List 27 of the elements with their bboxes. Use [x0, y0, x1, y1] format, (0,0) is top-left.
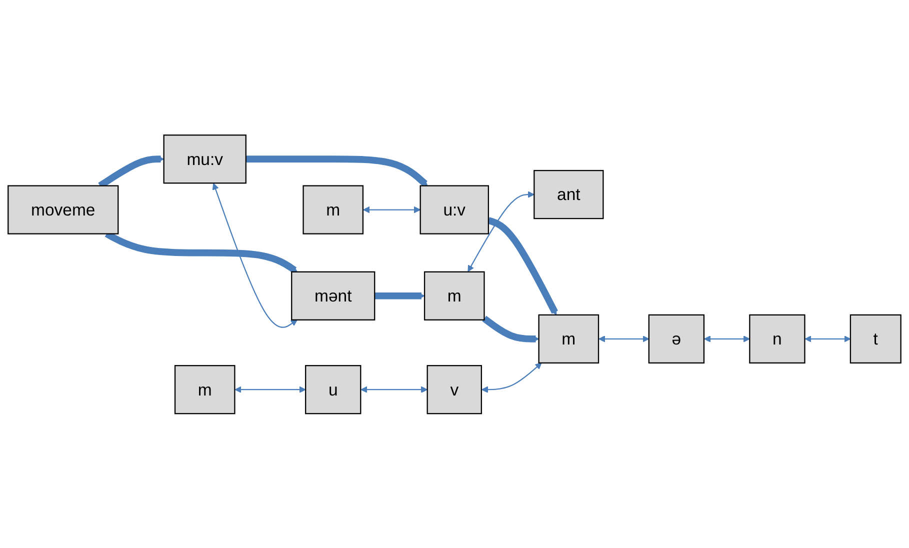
node-box: mənt [291, 270, 376, 320]
node-box: m [174, 364, 236, 414]
arrow [468, 190, 534, 272]
arrow [598, 335, 650, 342]
node-box: n [749, 314, 806, 364]
arrow [234, 386, 306, 393]
arrow [362, 206, 421, 213]
node-box: ə [648, 314, 705, 364]
arrow [246, 155, 428, 186]
node-box: u:v [420, 184, 490, 234]
arrow [704, 335, 750, 342]
arrow [360, 386, 428, 393]
arrow [212, 182, 298, 328]
node-box: moveme [8, 184, 119, 234]
arrow [487, 216, 558, 315]
arrow [481, 362, 542, 393]
arrow [482, 315, 540, 342]
arrow [804, 335, 851, 342]
arrow [374, 292, 425, 299]
node-box: mu:v [163, 134, 246, 184]
node-box: ant [534, 170, 604, 219]
node-box: m [424, 270, 485, 320]
node-box: t [850, 314, 902, 364]
node-box: m [302, 184, 364, 234]
node-box: v [426, 364, 482, 414]
node-box: u [305, 364, 362, 414]
node-box: m [538, 314, 600, 364]
